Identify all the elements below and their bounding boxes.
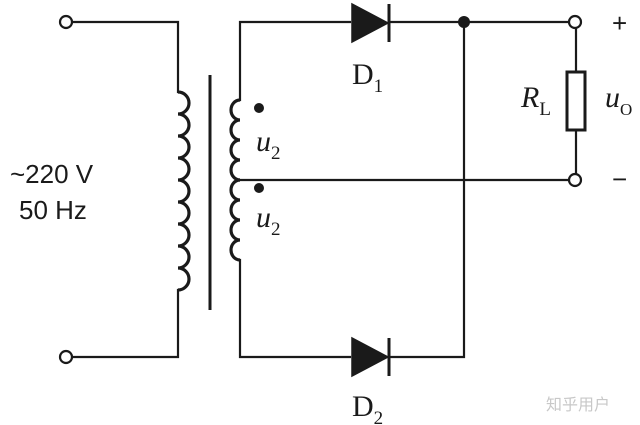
output-terminal-plus [567,14,583,30]
load-resistor [565,70,587,132]
secondary-upper-label: u2 [256,125,281,164]
polarity-dot-upper [254,103,264,113]
diode-d2-triangle [351,336,390,378]
diode-d2-label: D2 [352,390,383,425]
secondary-lower-winding [229,178,241,262]
source-voltage-label: ~220 V [10,159,94,189]
watermark-text: 知乎用户 [546,395,610,414]
input-terminal-top [58,14,74,30]
diode-d2 [351,336,391,378]
load-resistor-label: RL [520,81,551,120]
secondary-top-wire [238,20,352,102]
primary-winding [177,90,191,292]
output-voltage-label: uO [605,81,632,119]
load-bottom-wire [569,128,578,182]
load-top-wire [569,20,578,74]
output-terminal-minus [567,172,583,188]
load-branch [565,14,587,188]
junction-dot [458,16,470,28]
primary-circuit [58,14,191,365]
source-frequency-label: 50 Hz [19,195,87,225]
diode-d1 [351,2,391,44]
secondary-bottom-wire [238,258,352,359]
input-terminal-bottom [58,349,74,365]
diode-d1-label: D1 [352,58,383,97]
primary-top-wire [66,20,180,94]
secondary-upper-winding [229,98,241,182]
output-minus-sign: − [612,164,627,194]
secondary-circuit [229,20,573,359]
diode-d1-triangle [351,2,390,44]
polarity-dot-lower [254,183,264,193]
secondary-lower-label: u2 [256,201,281,240]
primary-bottom-wire [66,288,180,359]
d2-return-wire [387,20,466,359]
output-plus-sign: + [612,8,627,38]
